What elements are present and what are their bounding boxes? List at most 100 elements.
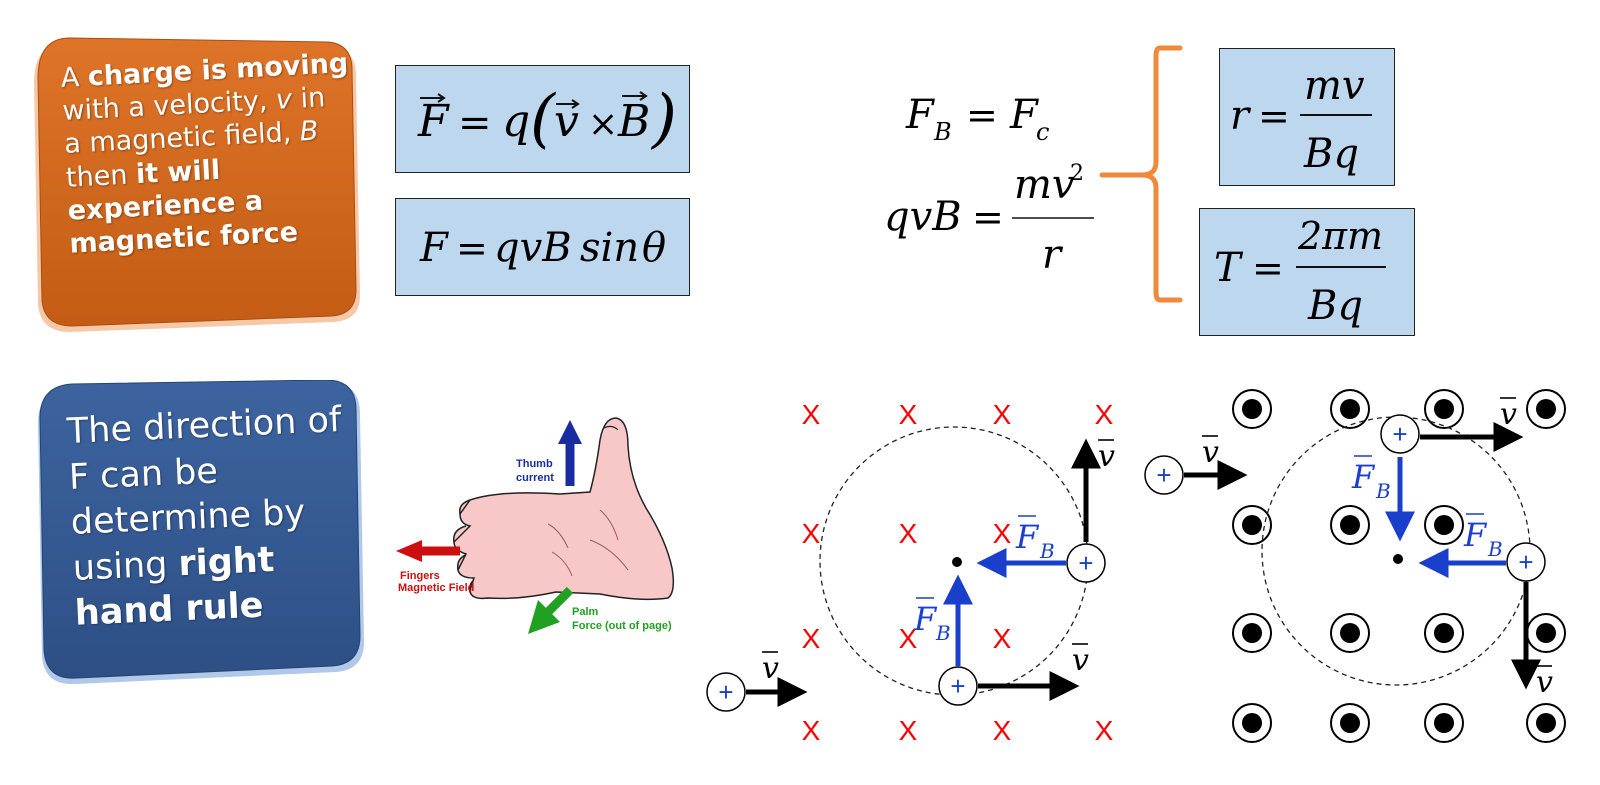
field-out-symbol xyxy=(1232,389,1272,429)
svg-text:θ: θ xyxy=(642,225,666,271)
svg-text:πm: πm xyxy=(1321,214,1383,258)
field-out-symbol xyxy=(1424,505,1464,545)
charges-right: + v + v F B + v F B xyxy=(1144,397,1553,700)
svg-text:F: F xyxy=(1015,518,1040,556)
field-out-symbol xyxy=(1330,703,1370,743)
radius-formula: r = mv Bq xyxy=(1230,63,1372,177)
svg-text:+: + xyxy=(950,671,965,701)
thumb-label-2: current xyxy=(516,472,554,484)
palm-label-2: Force (out of page) xyxy=(572,620,672,632)
svg-text:F: F xyxy=(417,96,450,147)
charges-left: + v + v F B + v F B xyxy=(706,438,1115,712)
field-into-symbol: X xyxy=(802,623,821,654)
field-out-symbol xyxy=(1330,389,1370,429)
svg-text:B: B xyxy=(1039,539,1055,563)
field-out-symbol xyxy=(1232,505,1272,545)
field-out-symbol xyxy=(1526,703,1566,743)
svg-text:v: v xyxy=(1098,439,1115,474)
svg-text:Bq: Bq xyxy=(1303,131,1359,177)
svg-text:=: = xyxy=(966,93,998,137)
field-into-symbol: X xyxy=(993,399,1012,430)
field-into-symbol: X xyxy=(1095,399,1114,430)
magnitude-formula: F = qvB sin θ xyxy=(419,225,666,271)
svg-text:+: + xyxy=(718,677,733,707)
svg-text:mv: mv xyxy=(1304,63,1365,109)
magnitude-formula-box: F = qvB sin θ xyxy=(395,198,690,296)
fingers-label: Fingers xyxy=(400,570,440,582)
card-blue-shape xyxy=(38,380,364,685)
svg-text:(: ( xyxy=(530,82,557,156)
svg-text:B: B xyxy=(1487,537,1503,561)
svg-text:F: F xyxy=(1463,516,1488,554)
svg-text:Bq: Bq xyxy=(1307,283,1363,329)
svg-text:F: F xyxy=(419,225,449,271)
field-into-symbol: X xyxy=(899,623,918,654)
field-into-symbol: X xyxy=(899,518,918,549)
svg-text:v: v xyxy=(762,651,779,686)
svg-text:F: F xyxy=(1351,458,1376,496)
svg-text:+: + xyxy=(1156,460,1171,490)
svg-text:F: F xyxy=(905,92,935,138)
charge-motion-card: A charge is moving with a velocity, v in… xyxy=(30,36,362,336)
field-out-symbol xyxy=(1232,613,1272,653)
svg-text:q: q xyxy=(502,96,530,147)
svg-text:=: = xyxy=(1252,246,1284,290)
period-formula: T = 2 πm Bq xyxy=(1214,214,1386,329)
force-balance-equation: F B = F c xyxy=(905,92,1049,146)
thumb-label: Thumb xyxy=(516,458,553,470)
field-into-symbol: X xyxy=(802,518,821,549)
centripetal-equation: qvB = mv 2 r xyxy=(884,161,1094,278)
field-into-symbol: X xyxy=(1095,715,1114,746)
field-out-symbol xyxy=(1424,703,1464,743)
field-into-symbol: X xyxy=(899,399,918,430)
field-into-symbol: X xyxy=(802,715,821,746)
svg-text:×: × xyxy=(588,104,618,145)
center-dot-left xyxy=(952,557,962,567)
svg-text:2: 2 xyxy=(1070,161,1084,186)
radius-formula-box: r = mv Bq xyxy=(1219,48,1395,186)
svg-text:F: F xyxy=(1009,92,1039,138)
field-into-symbol: X xyxy=(899,715,918,746)
field-into-page: X X X X X X X X X X X X X X xyxy=(802,399,1114,746)
field-into-symbol: X xyxy=(802,399,821,430)
curly-bracket xyxy=(1099,45,1183,303)
svg-text:qvB: qvB xyxy=(494,225,572,271)
right-hand-rule-card: The direction of F can be determine by u… xyxy=(30,380,366,686)
card-orange-shape xyxy=(34,37,360,332)
field-out-symbol xyxy=(1232,703,1272,743)
svg-text:v: v xyxy=(1500,397,1517,432)
svg-text:=: = xyxy=(458,100,492,146)
svg-text:=: = xyxy=(972,195,1004,239)
period-formula-box: T = 2 πm Bq xyxy=(1199,208,1415,336)
cross-product-formula: F = q ( v × B ) xyxy=(417,82,677,156)
svg-text:+: + xyxy=(1078,548,1093,578)
svg-text:v: v xyxy=(1536,665,1553,700)
svg-text:B: B xyxy=(933,118,952,146)
svg-text:B: B xyxy=(617,96,650,147)
field-out-symbol xyxy=(1330,613,1370,653)
field-out-symbol xyxy=(1526,389,1566,429)
svg-text:r: r xyxy=(1042,232,1064,278)
svg-text:B: B xyxy=(1375,479,1391,503)
field-out-symbol xyxy=(1330,505,1370,545)
svg-text:T: T xyxy=(1214,245,1244,291)
field-into-symbol: X xyxy=(993,623,1012,654)
svg-text:c: c xyxy=(1036,118,1049,146)
svg-text:2: 2 xyxy=(1297,214,1322,258)
svg-text:+: + xyxy=(1392,419,1407,449)
field-out-symbol xyxy=(1424,613,1464,653)
svg-text:=: = xyxy=(1258,94,1290,138)
palm-label: Palm xyxy=(572,606,599,618)
svg-text:): ) xyxy=(650,82,677,156)
center-dot-right xyxy=(1393,554,1403,564)
fingers-label-2: Magnetic Field xyxy=(398,582,474,594)
field-out-of-page xyxy=(1232,389,1566,743)
right-hand-illustration: Thumb current Fingers Magnetic Field Pal… xyxy=(396,417,675,634)
field-out-symbol xyxy=(1526,613,1566,653)
field-into-symbol: X xyxy=(993,715,1012,746)
svg-text:B: B xyxy=(935,621,951,645)
svg-text:r: r xyxy=(1230,93,1252,139)
field-into-symbol: X xyxy=(993,518,1012,549)
svg-text:=: = xyxy=(456,226,488,270)
